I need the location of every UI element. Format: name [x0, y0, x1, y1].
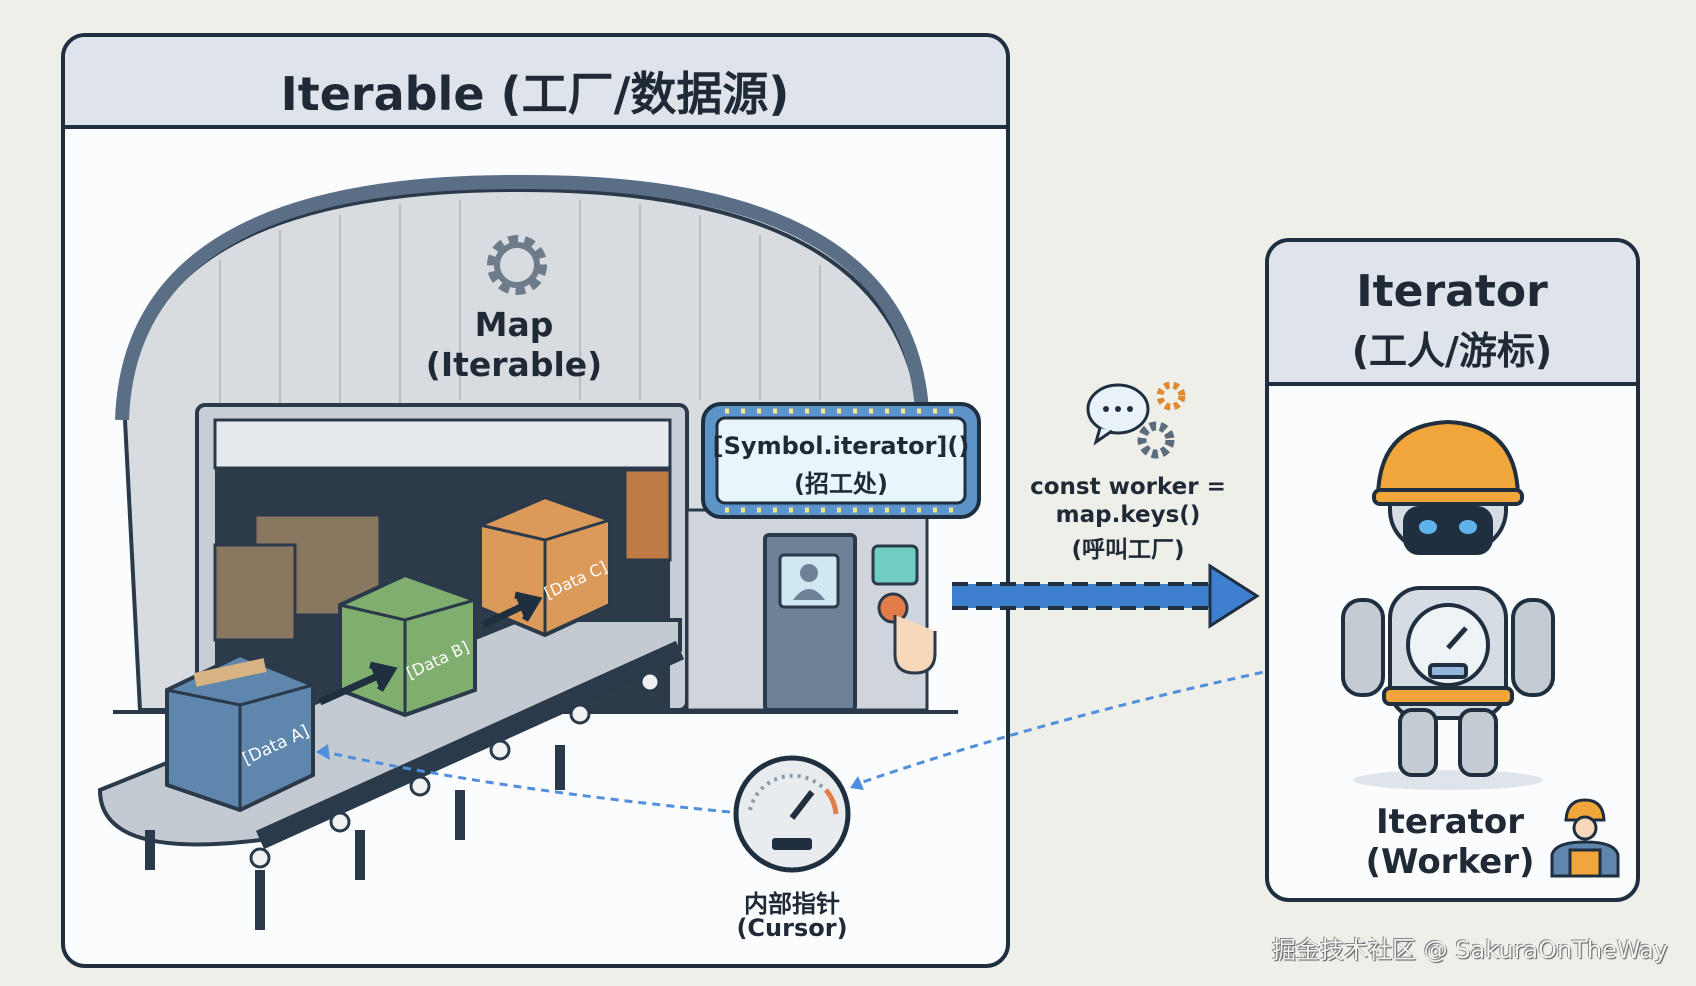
- box-data-c: [Data C]: [478, 494, 612, 638]
- worker-icon: [1550, 798, 1620, 878]
- warehouse-illustration: [Data C] [Data B] [Data A]: [97, 174, 958, 930]
- iterable-panel-title: Iterable (工厂/数据源): [280, 67, 790, 121]
- call-arrow: [952, 563, 1260, 629]
- gear-icon: [1137, 421, 1175, 459]
- sign-caption: (招工处): [794, 470, 888, 498]
- gear-icon: [1156, 381, 1186, 411]
- symbol-iterator-sign: [701, 402, 981, 519]
- robot-worker-illustration: [1341, 419, 1555, 790]
- cursor-pointer-lines: [324, 643, 1401, 814]
- gear-icon: [487, 235, 547, 295]
- call-caption: (呼叫工厂): [1071, 537, 1185, 563]
- watermark: 掘金技术社区 @ SakuraOnTheWay: [1272, 936, 1668, 964]
- iterator-panel-subtitle: (工人/游标): [1351, 329, 1553, 373]
- worker-sublabel: (Worker): [1365, 842, 1535, 882]
- map-sublabel: (Iterable): [425, 345, 603, 384]
- map-label: Map: [474, 305, 554, 344]
- box-data-b: [Data B]: [338, 572, 477, 718]
- flow-arrows: [318, 591, 543, 706]
- worker-label: Iterator: [1375, 802, 1525, 842]
- call-code-1: const worker =: [1030, 474, 1226, 500]
- iterator-panel-title: Iterator: [1356, 266, 1548, 317]
- cursor-sublabel: (Cursor): [736, 914, 848, 942]
- sign-method: [Symbol.iterator](): [712, 432, 970, 460]
- cursor-label: 内部指针: [744, 890, 840, 918]
- speech-bubble-icon: [1086, 383, 1150, 446]
- box-data-a: [Data A]: [165, 652, 315, 813]
- cursor-gauge-icon: [733, 755, 851, 873]
- iterator-panel: [1265, 238, 1640, 902]
- call-code-2: map.keys(): [1055, 502, 1201, 528]
